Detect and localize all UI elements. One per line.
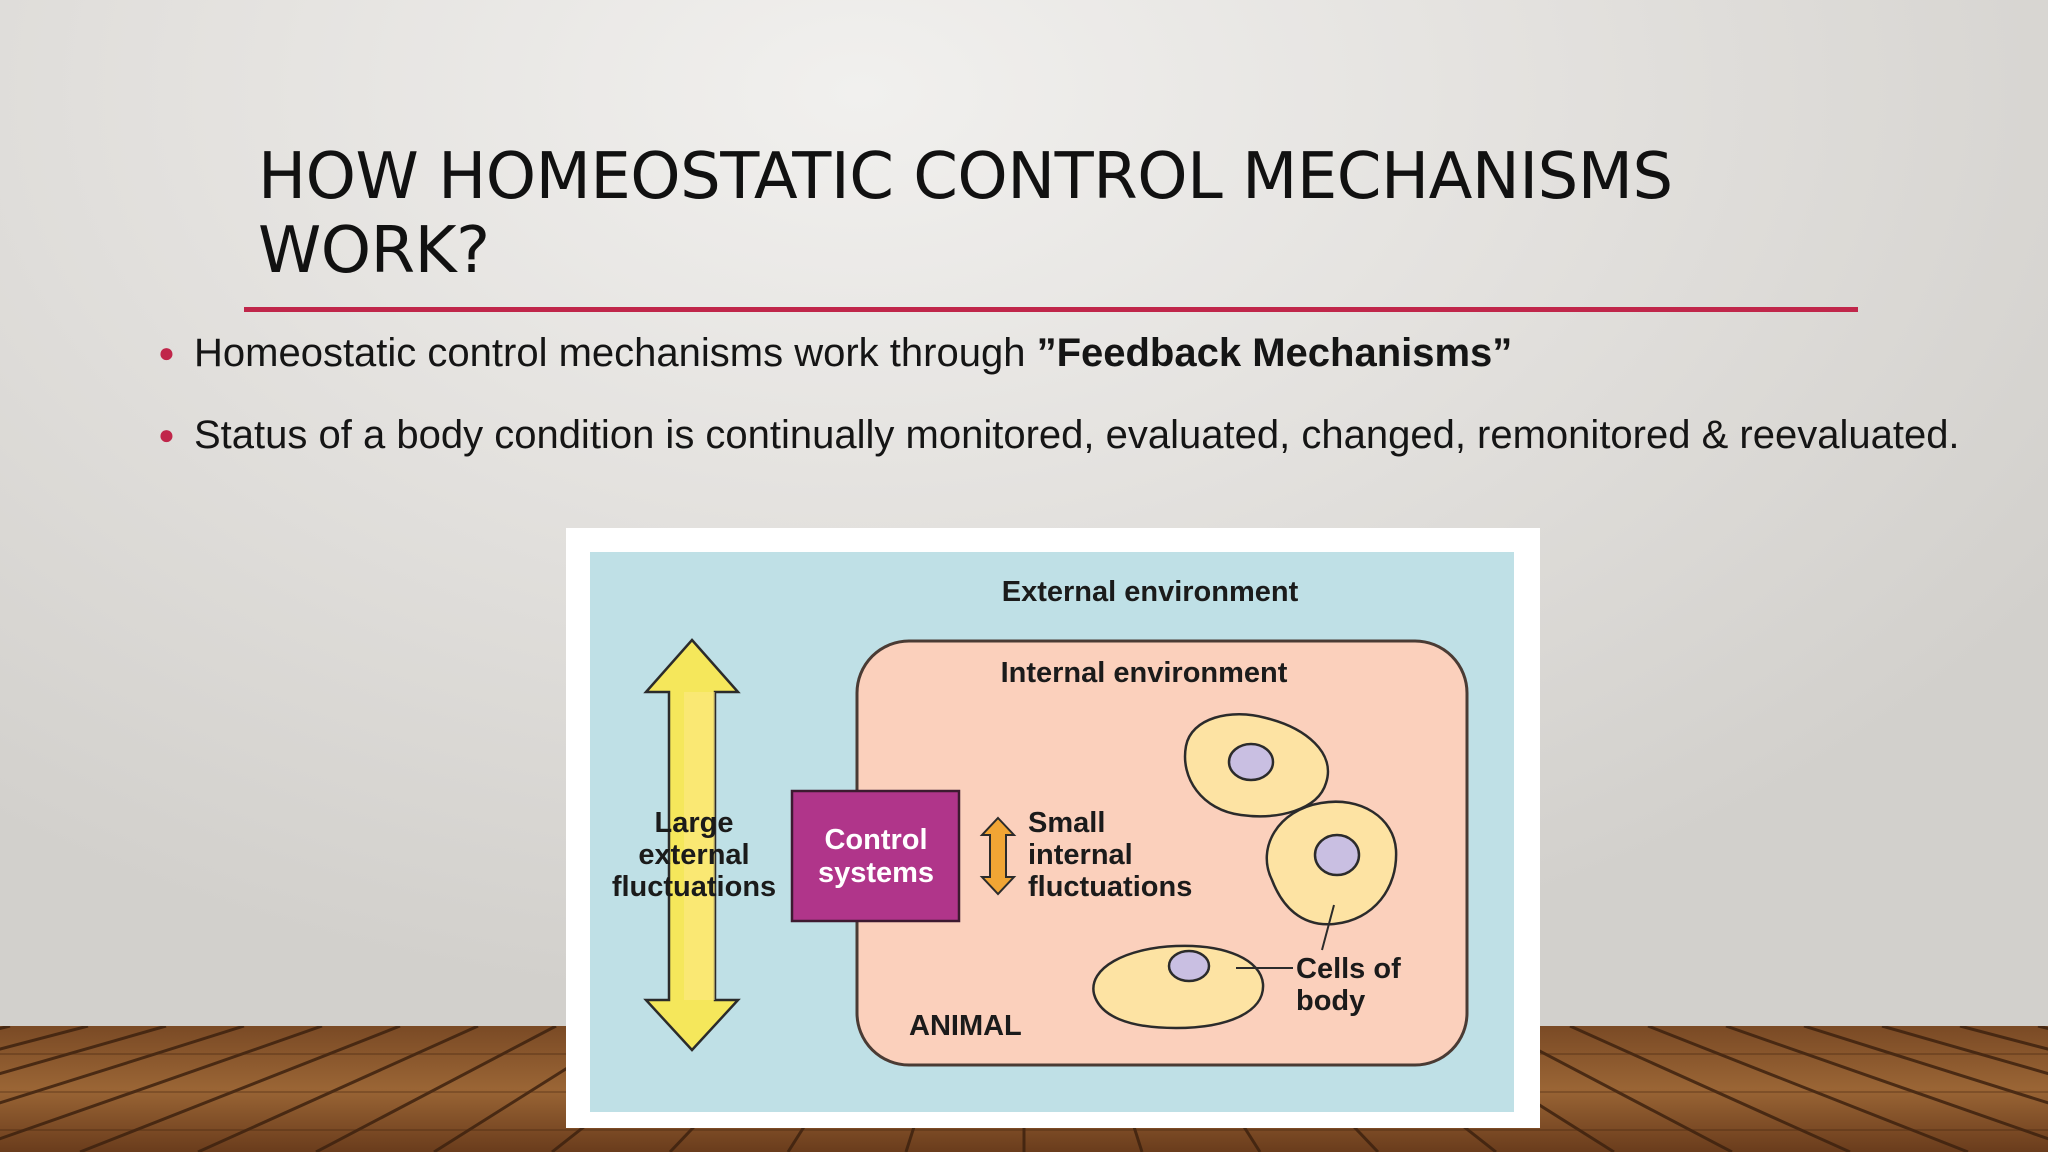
small-fluctuations-line-3: fluctuations (1028, 871, 1192, 903)
cells-of-body-line-1: Cells of (1296, 953, 1401, 985)
body-cell-middle (1265, 800, 1398, 926)
title-underline (244, 307, 1858, 312)
cell-leader-line (1321, 904, 1335, 951)
large-fluctuations-line-1: Large (655, 807, 734, 839)
plank-seam (1881, 1026, 2048, 1076)
plank-seam (1803, 1026, 2048, 1105)
large-fluctuations-line-2: external (638, 839, 749, 871)
bullet-item-status: ● Status of a body condition is continua… (150, 407, 2030, 463)
body-cell-top (1183, 712, 1330, 818)
arrow-highlight (684, 692, 715, 1000)
small-fluctuations-line-1: Small (1028, 807, 1105, 839)
small-fluctuation-arrow-icon (979, 816, 1017, 896)
homeostasis-diagram: External environment Internal environmen… (566, 528, 1540, 1128)
control-systems-line-2: systems (818, 857, 934, 889)
control-systems-line-1: Control (824, 824, 927, 856)
plank-seam (0, 1026, 245, 1105)
bullet-dot-icon: ● (158, 337, 175, 368)
bullet-bold-text: ”Feedback Mechanisms” (1036, 331, 1513, 375)
cells-of-body-line-2: body (1296, 985, 1365, 1017)
bullet-text: Homeostatic control mechanisms work thro… (194, 331, 1037, 375)
bullet-text: Status of a body condition is continuall… (194, 413, 1960, 457)
external-environment-label: External environment (1002, 576, 1299, 608)
plank-seam (1725, 1026, 2048, 1141)
title-line-1: HOW HOMEOSTATIC CONTROL MECHANISMS (258, 140, 1673, 214)
plank-seam (0, 1026, 167, 1076)
large-fluctuations-line-3: fluctuations (612, 871, 776, 903)
animal-label: ANIMAL (909, 1010, 1022, 1042)
bullet-item-feedback: ● Homeostatic control mechanisms work th… (150, 325, 2030, 381)
plank-seam (197, 1026, 479, 1152)
small-fluctuations-line-2: internal (1028, 839, 1133, 871)
bullet-list: ● Homeostatic control mechanisms work th… (150, 325, 2030, 489)
plank-seam (1959, 1026, 2048, 1051)
plank-seam (315, 1026, 557, 1152)
plank-seam (1647, 1026, 1969, 1152)
control-systems-box (790, 789, 961, 923)
bullet-dot-icon: ● (158, 419, 175, 450)
plank-seam (79, 1026, 401, 1152)
body-cell-bottom (1092, 944, 1265, 1030)
title-line-2: WORK? (258, 214, 490, 288)
plank-seam (0, 1026, 89, 1051)
plank-seam (1569, 1026, 1851, 1152)
plank-seam (0, 1026, 323, 1141)
internal-environment-label: Internal environment (1001, 657, 1288, 689)
